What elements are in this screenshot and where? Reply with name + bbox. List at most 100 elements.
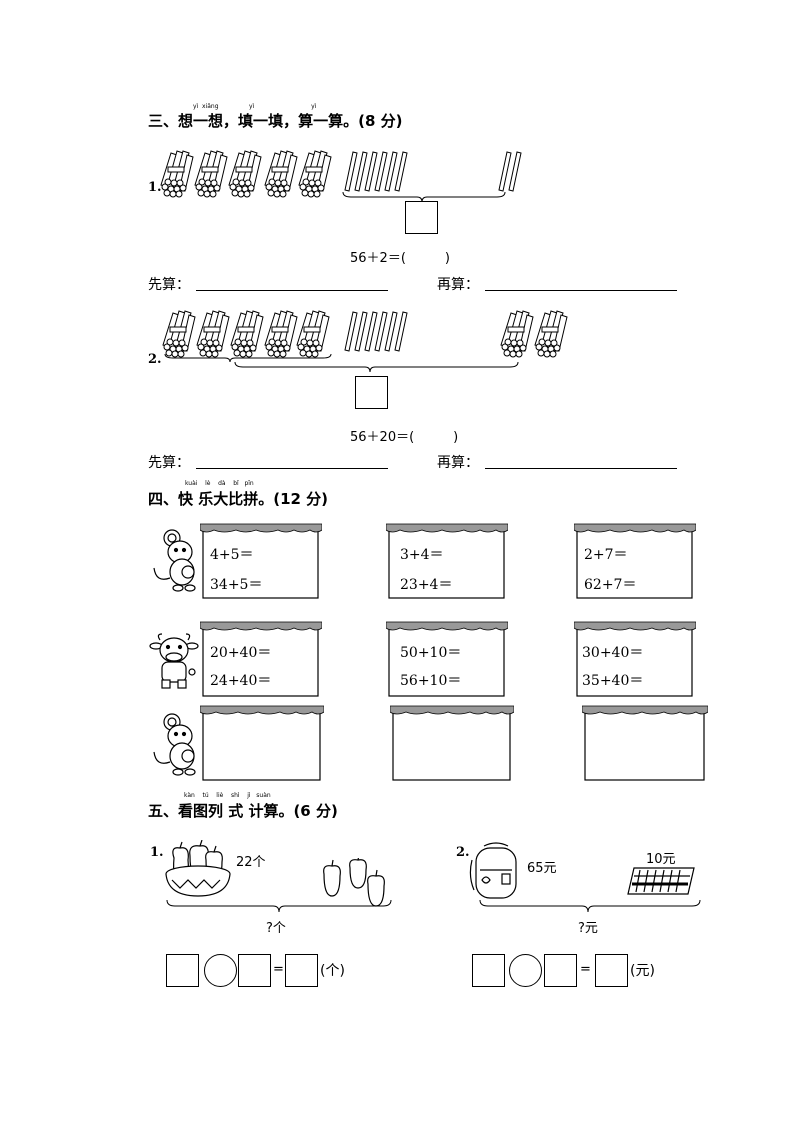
q2-total-brace xyxy=(479,899,701,913)
blackboard-frame xyxy=(574,523,696,599)
board-2: 3+4＝ 23+4＝ xyxy=(386,522,508,600)
board-line-2: 24+40＝ xyxy=(210,673,272,689)
blackboard-frame xyxy=(200,523,322,599)
mouse-icon xyxy=(153,529,196,592)
single-stick-icon xyxy=(394,151,408,192)
single-stick-icon xyxy=(354,311,368,352)
pepper-icon xyxy=(323,859,341,897)
board-line-2: 34+5＝ xyxy=(210,577,263,593)
blackboard-frame xyxy=(390,705,514,781)
board-line-1: 4+5＝ xyxy=(210,547,254,563)
stick-bundle-icon xyxy=(534,310,568,358)
q1-first-label: 先算： xyxy=(148,277,190,293)
board-line-1: 2+7＝ xyxy=(584,547,628,563)
stick-bundle-icon xyxy=(298,150,332,198)
abacus-icon xyxy=(627,867,695,895)
blackboard-frame xyxy=(574,621,696,697)
stick-bundle-icon xyxy=(196,310,230,358)
q2-operator-circle[interactable] xyxy=(509,954,542,987)
q1-equation: 56＋2＝( ) xyxy=(350,251,450,266)
board-line-2: 56+10＝ xyxy=(400,673,462,689)
stick-bundle-icon xyxy=(500,310,534,358)
q2-sticks-illustration xyxy=(162,310,568,373)
abacus-price-label: 10元 xyxy=(646,852,676,867)
q1-equals: = xyxy=(273,962,284,977)
board-line-2: 62+7＝ xyxy=(584,577,637,593)
q2-then-answer-line[interactable] xyxy=(485,468,677,469)
single-stick-icon xyxy=(498,151,512,192)
section5-pinyin: kàn tú liè shì jì suàn xyxy=(184,792,271,799)
single-stick-icon xyxy=(384,151,398,192)
stick-bundle-icon xyxy=(162,310,196,358)
stick-bundle-icon xyxy=(160,150,194,198)
pepper-group xyxy=(323,858,385,907)
board-line-1: 3+4＝ xyxy=(400,547,444,563)
q1-then-label: 再算： xyxy=(437,277,479,293)
blackboard-frame xyxy=(386,621,508,697)
q2-number: 2. xyxy=(148,352,162,367)
q1-first-answer-line[interactable] xyxy=(196,290,388,291)
single-stick-icon xyxy=(364,151,378,192)
pepper-icon xyxy=(349,858,367,889)
pepper-count-label: 22个 xyxy=(236,855,266,870)
board-7-empty[interactable] xyxy=(200,704,324,782)
board-3: 2+7＝ 62+7＝ xyxy=(574,522,696,600)
board-9-empty[interactable] xyxy=(582,704,708,782)
s5-q1-number: 1. xyxy=(150,845,164,860)
board-8-empty[interactable] xyxy=(390,704,514,782)
section4-pinyin: kuài lè dà bǐ pīn xyxy=(185,480,254,487)
single-stick-icon xyxy=(394,311,408,352)
single-stick-icon xyxy=(508,151,522,192)
blackboard-frame xyxy=(386,523,508,599)
stick-bundle-icon xyxy=(194,150,228,198)
backpack-icon xyxy=(469,842,517,899)
section5-title: 五、看图列 式 计算。(6 分) xyxy=(148,802,338,820)
q1-answer-box[interactable] xyxy=(405,201,438,234)
board-1: 4+5＝ 34+5＝ xyxy=(200,522,322,600)
single-stick-icon xyxy=(374,151,388,192)
single-stick-icon xyxy=(344,151,358,192)
q2-operand1-box[interactable] xyxy=(472,954,505,987)
q1-total-brace xyxy=(166,899,392,913)
board-line-1: 30+40＝ xyxy=(582,645,644,661)
mouse-icon xyxy=(153,713,196,776)
stick-bundle-icon xyxy=(230,310,264,358)
q1-operand1-box[interactable] xyxy=(166,954,199,987)
section4-title: 四、快 乐大比拼。(12 分) xyxy=(148,490,329,508)
q2-equals: = xyxy=(580,962,591,977)
board-line-1: 20+40＝ xyxy=(210,645,272,661)
blackboard-frame xyxy=(200,621,322,697)
q2-answer-box[interactable] xyxy=(355,376,388,409)
q1-unit: (个) xyxy=(320,963,345,979)
board-line-2: 35+40＝ xyxy=(582,673,644,689)
board-6: 30+40＝ 35+40＝ xyxy=(574,620,696,698)
q1-result-box[interactable] xyxy=(285,954,318,987)
bag-price-label: 65元 xyxy=(527,861,557,876)
single-stick-icon xyxy=(384,311,398,352)
q2-first-label: 先算： xyxy=(148,455,190,471)
pepper-basket-icon xyxy=(165,840,231,897)
q2-first-answer-line[interactable] xyxy=(196,468,388,469)
blackboard-frame xyxy=(200,705,324,781)
q2-total-label: ?元 xyxy=(578,921,598,936)
q2-unit: (元) xyxy=(630,963,655,979)
q2-result-box[interactable] xyxy=(595,954,628,987)
board-line-2: 23+4＝ xyxy=(400,577,453,593)
single-stick-icon xyxy=(364,311,378,352)
s5-q2-number: 2. xyxy=(456,845,470,860)
single-stick-icon xyxy=(374,311,388,352)
q2-operand2-box[interactable] xyxy=(544,954,577,987)
stick-bundle-icon xyxy=(264,310,298,358)
q2-equation: 56＋20＝( ) xyxy=(350,430,459,445)
q1-then-answer-line[interactable] xyxy=(485,290,677,291)
single-stick-icon xyxy=(344,311,358,352)
blackboard-frame xyxy=(582,705,708,781)
q1-number: 1. xyxy=(148,180,162,195)
q1-operand2-box[interactable] xyxy=(238,954,271,987)
board-4: 20+40＝ 24+40＝ xyxy=(200,620,322,698)
stick-bundle-icon xyxy=(228,150,262,198)
q1-operator-circle[interactable] xyxy=(204,954,237,987)
board-line-1: 50+10＝ xyxy=(400,645,462,661)
single-stick-icon xyxy=(354,151,368,192)
